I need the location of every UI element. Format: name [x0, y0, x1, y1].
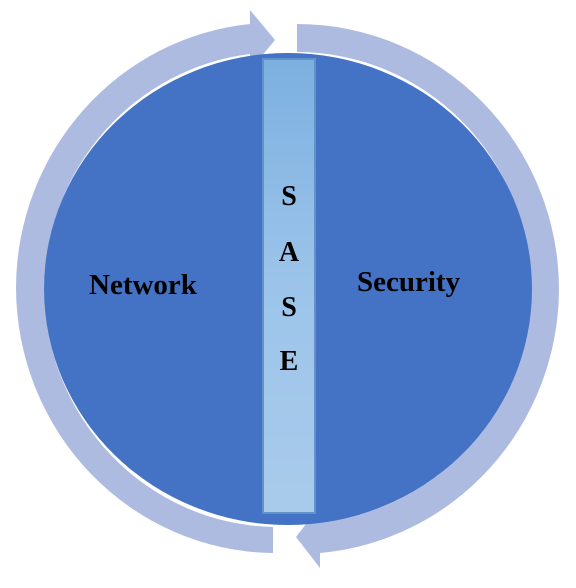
security-label: Security — [357, 266, 461, 298]
sase-letter-s2: S — [281, 292, 297, 323]
right-cycle-arrow — [296, 24, 559, 568]
sase-letter-s1: S — [281, 181, 297, 212]
sase-letter-e: E — [279, 346, 299, 377]
sase-bar — [262, 58, 316, 514]
network-label: Network — [89, 269, 197, 301]
sase-letter-a: A — [278, 237, 300, 268]
left-cycle-arrow — [16, 10, 275, 553]
